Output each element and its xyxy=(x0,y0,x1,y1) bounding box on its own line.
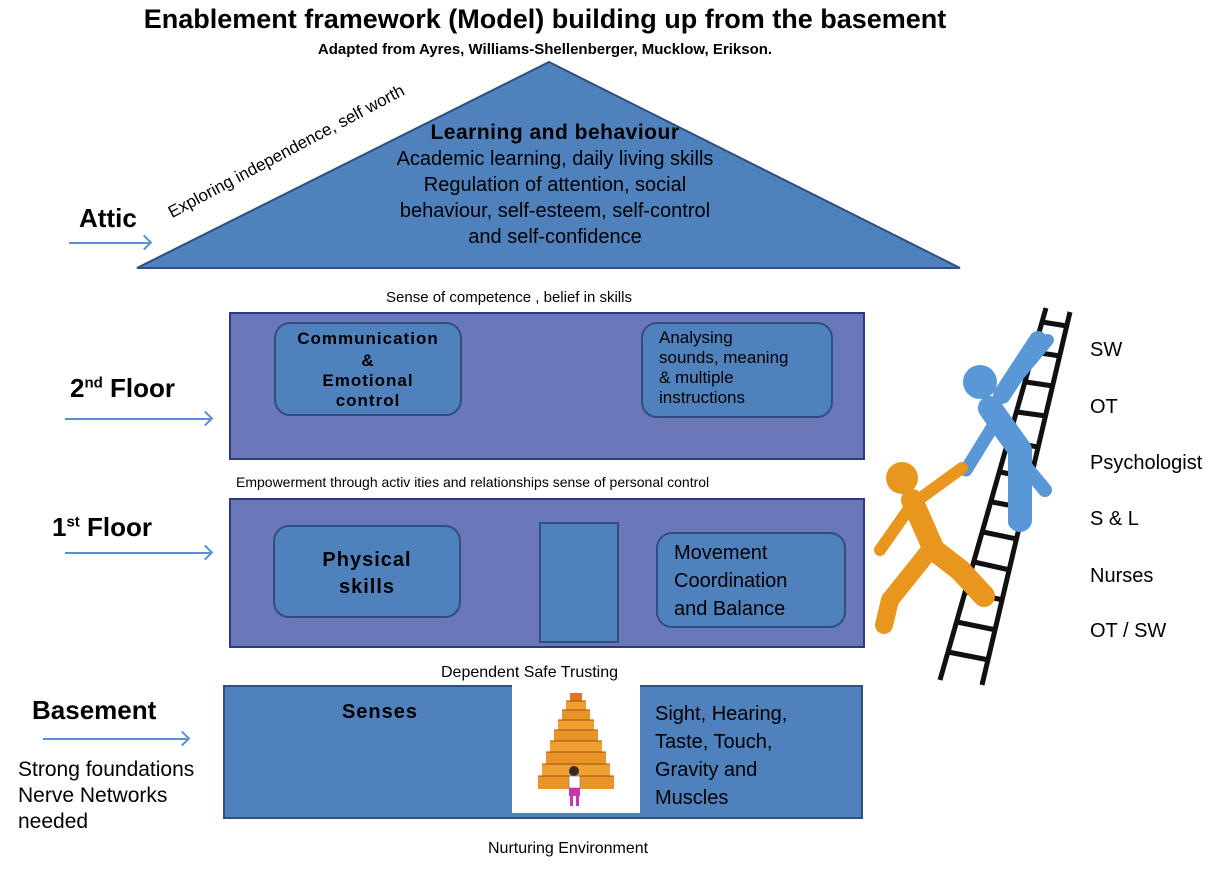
physical-skills-box: Physical skills xyxy=(273,525,461,618)
attic-line: and self-confidence xyxy=(468,226,642,248)
professional-item: SW xyxy=(1090,339,1123,361)
box-line: Gravity and xyxy=(655,759,758,781)
label-suffix: st xyxy=(66,513,80,531)
box-line: Communication xyxy=(297,329,439,348)
page-title: Enablement framework (Model) building up… xyxy=(143,4,947,34)
attic-line: behaviour, self-esteem, self-control xyxy=(399,200,711,222)
label-number: 2 xyxy=(70,373,85,403)
attic-content: Learning and behaviour Academic learning… xyxy=(340,120,770,250)
box-line: Emotional xyxy=(322,371,414,390)
communication-text: Communication & Emotional control xyxy=(276,327,460,411)
box-line: Muscles xyxy=(655,787,729,809)
physical-skills-text: Physical skills xyxy=(275,547,459,601)
box-line: & xyxy=(361,351,375,370)
caption-competence: Sense of competence , belief in skills xyxy=(386,289,632,306)
first-floor-label: 1st Floor xyxy=(52,512,152,543)
note-line: Nerve Networks xyxy=(18,784,168,807)
box-line: instructions xyxy=(659,388,745,407)
box-line: Coordination xyxy=(674,570,788,592)
communication-box: Communication & Emotional control xyxy=(274,322,462,416)
box-line: and Balance xyxy=(674,598,786,620)
professional-item: OT xyxy=(1090,396,1118,418)
label-text: Floor xyxy=(102,373,176,403)
senses-list: Sight, Hearing, Taste, Touch, Gravity an… xyxy=(655,700,787,812)
attic-line: Regulation of attention, social xyxy=(423,174,687,196)
first-floor-arrow-icon xyxy=(65,552,210,554)
box-line: control xyxy=(335,391,401,410)
box-line: Sight, Hearing, xyxy=(655,703,788,725)
basement-notes: Strong foundations Nerve Networks needed xyxy=(18,757,194,835)
caption-dependent: Dependent Safe Trusting xyxy=(441,664,619,681)
professional-item: S & L xyxy=(1090,508,1139,530)
analysing-box: Analysing sounds, meaning & multiple ins… xyxy=(641,322,833,418)
caption-nurturing: Nurturing Environment xyxy=(488,840,649,857)
analysing-text: Analysing sounds, meaning & multiple ins… xyxy=(659,328,831,408)
box-line: & multiple xyxy=(659,368,734,387)
attic-label: Attic xyxy=(79,203,137,233)
box-line: Taste, Touch, xyxy=(655,731,773,753)
ladder-figures-illustration xyxy=(874,307,1073,686)
professional-item: Psychologist xyxy=(1090,452,1203,474)
door xyxy=(539,522,619,643)
caption-empowerment: Empowerment through activ ities and rela… xyxy=(236,474,710,490)
note-line: needed xyxy=(18,810,89,833)
box-line: Movement xyxy=(674,542,768,564)
basement-arrow-icon xyxy=(43,738,187,740)
label-text: Floor xyxy=(79,512,153,542)
second-floor-arrow-icon xyxy=(65,418,210,420)
professional-item: Nurses xyxy=(1090,565,1154,587)
box-line: Analysing xyxy=(659,328,733,347)
basement-label: Basement xyxy=(32,695,157,725)
box-line: skills xyxy=(338,576,396,598)
page-subtitle: Adapted from Ayres, Williams-Shellenberg… xyxy=(317,41,773,58)
box-line: Physical xyxy=(322,549,412,571)
attic-heading: Learning and behaviour xyxy=(430,121,680,144)
label-number: 1 xyxy=(52,512,67,542)
movement-text: Movement Coordination and Balance xyxy=(674,539,844,623)
box-line: sounds, meaning xyxy=(659,348,789,367)
professional-item: OT / SW xyxy=(1090,620,1167,642)
senses-label: Senses xyxy=(341,701,419,723)
label-suffix: nd xyxy=(84,374,103,392)
second-floor-label: 2nd Floor xyxy=(70,373,175,404)
attic-line: Academic learning, daily living skills xyxy=(396,148,714,170)
attic-arrow-icon xyxy=(69,242,149,244)
movement-box: Movement Coordination and Balance xyxy=(656,532,846,628)
note-line: Strong foundations xyxy=(18,758,195,781)
stairs-illustration xyxy=(512,685,640,813)
